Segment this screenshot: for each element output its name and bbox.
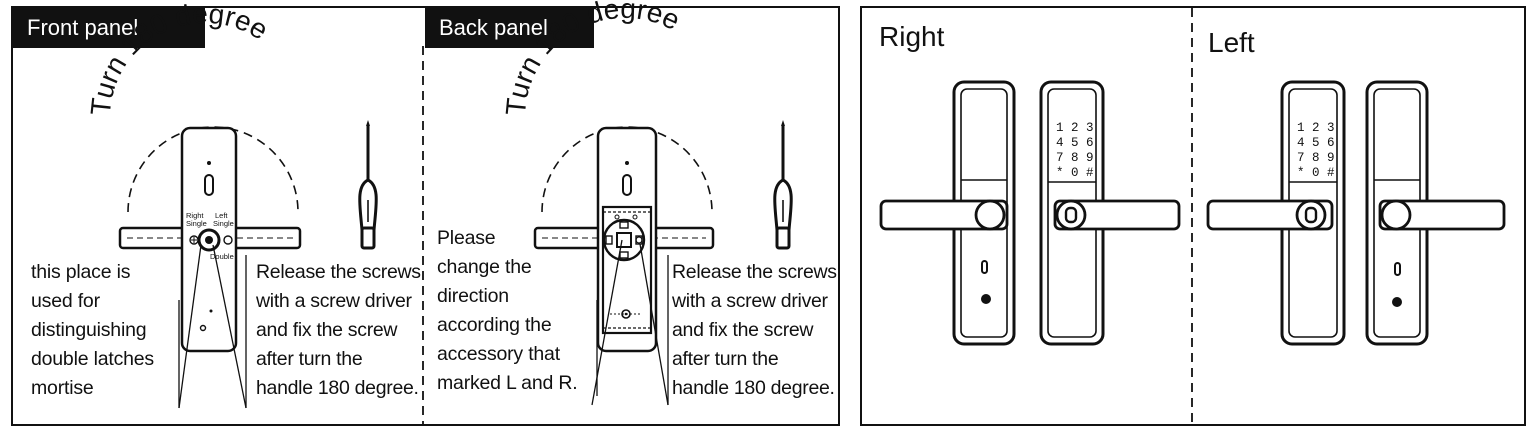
svg-text:* 0 #: * 0 # [1297, 166, 1335, 180]
direction-note: Please change the direction according th… [437, 227, 578, 394]
svg-text:1 2 3: 1 2 3 [1056, 121, 1094, 135]
front-panel-tag: Front panel [13, 8, 205, 48]
back-screwdriver [773, 120, 793, 250]
svg-text:1 2 3: 1 2 3 [1297, 121, 1335, 135]
front-rotation-arc [127, 126, 299, 213]
svg-text:Single: Single [186, 219, 207, 228]
front-screw-note: Release the screws with a screw driver a… [256, 261, 421, 399]
right-back-lock [879, 80, 1016, 346]
svg-text:7 8 9: 7 8 9 [1297, 151, 1335, 165]
left-front-keypad-lock [1206, 80, 1346, 346]
back-direction-dial [602, 218, 646, 262]
back-panel-tag: Back panel [425, 8, 594, 48]
svg-text:* 0 #: * 0 # [1056, 166, 1094, 180]
left-keypad: 1 2 3 4 5 6 7 8 9 * 0 # [1297, 121, 1335, 180]
right-orientation-label: Right [879, 21, 945, 52]
svg-text:7 8 9: 7 8 9 [1056, 151, 1094, 165]
latch-note: this place is used for distinguishing do… [31, 261, 154, 399]
front-screwdriver [358, 120, 378, 250]
left-back-lock [1365, 80, 1506, 346]
right-front-keypad-lock [1039, 80, 1181, 346]
installation-frame: Front panel Back panel [11, 6, 840, 426]
back-rotation-arc [541, 126, 713, 213]
svg-text:4 5 6: 4 5 6 [1297, 136, 1335, 150]
back-screw-note: Release the screws with a screw driver a… [672, 261, 837, 399]
svg-text:Right: Right [186, 211, 204, 220]
svg-text:Left: Left [215, 211, 228, 220]
left-orientation-label: Left [1208, 27, 1255, 58]
svg-text:4 5 6: 4 5 6 [1056, 136, 1094, 150]
svg-text:Double: Double [210, 252, 234, 261]
right-keypad: 1 2 3 4 5 6 7 8 9 * 0 # [1056, 121, 1094, 180]
svg-text:Single: Single [213, 219, 234, 228]
